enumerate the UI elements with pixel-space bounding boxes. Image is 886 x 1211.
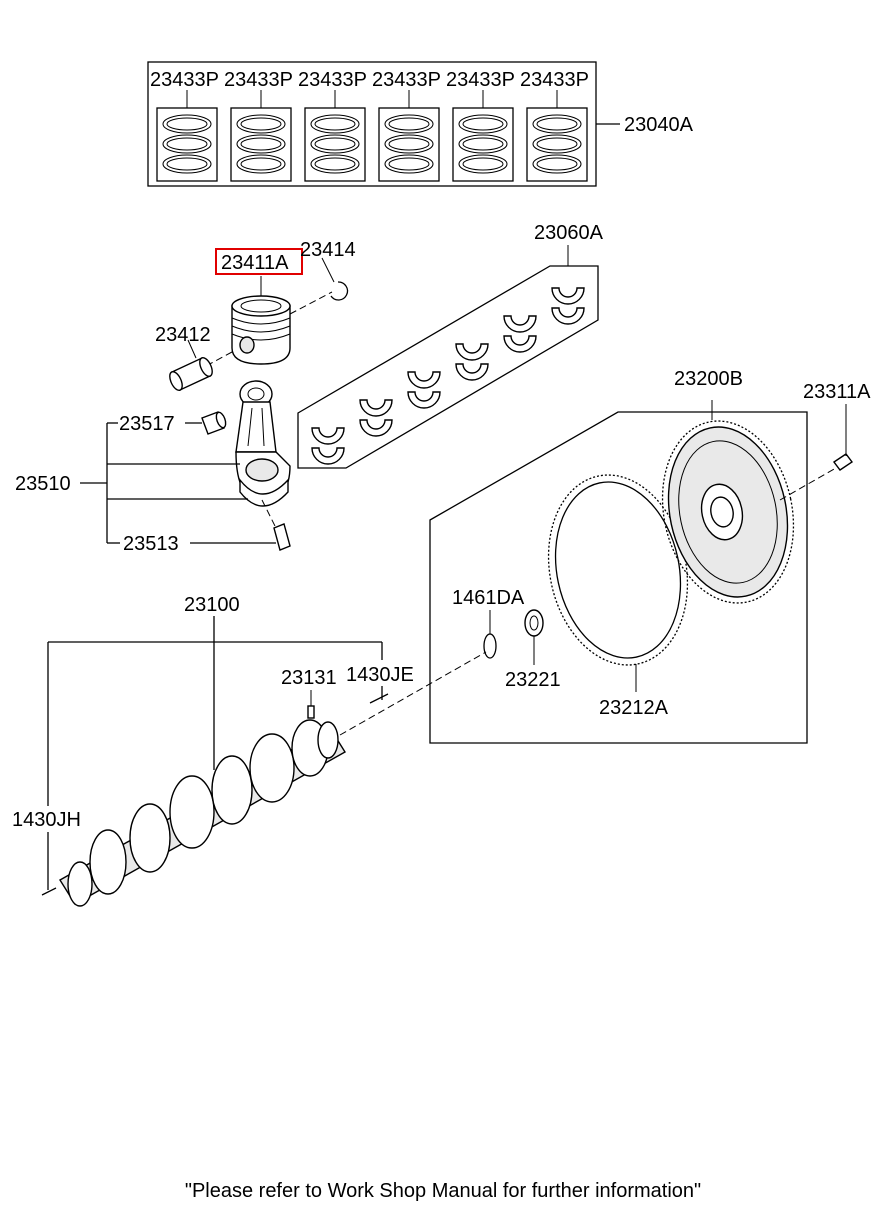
- label-pin-bushing: 23517: [119, 413, 175, 435]
- label-ring-gear: 23212A: [599, 697, 669, 719]
- snap-ring-drawing: [321, 257, 349, 301]
- label-pilot-bearing: 23221: [505, 669, 561, 691]
- bearing-set-drawing: [297, 245, 599, 469]
- label-piston-pin: 23412: [155, 324, 211, 346]
- crankshaft-drawing: [41, 651, 487, 907]
- label-ring-1: 23433P: [150, 69, 219, 91]
- label-crankshaft: 23100: [184, 594, 240, 616]
- piston-pin-drawing: [169, 339, 213, 392]
- ring-cell-6: [526, 107, 588, 182]
- piston-ring-set-box: [147, 61, 620, 187]
- ring-cell-5: [452, 107, 514, 182]
- label-ring-2: 23433P: [224, 69, 293, 91]
- bearing-shell: [551, 287, 585, 325]
- ring-cell-2: [230, 107, 292, 182]
- ring-cell-4: [378, 107, 440, 182]
- label-dowel-front: 1430JH: [12, 809, 81, 831]
- label-conrod-bolt: 23513: [123, 533, 179, 555]
- label-ring-6: 23433P: [520, 69, 589, 91]
- label-flywheel-bolt: 23311A: [803, 381, 871, 403]
- bearing-shell: [359, 399, 393, 437]
- label-ring-4: 23433P: [372, 69, 441, 91]
- callout-labels: 23433P 23433P 23433P 23433P 23433P 23433…: [12, 69, 871, 831]
- label-ring-set: 23040A: [624, 114, 694, 136]
- bearing-shell: [455, 343, 489, 381]
- piston-drawing: [205, 276, 333, 367]
- crankshaft-bracket: [47, 616, 383, 890]
- connecting-rod-drawing: [201, 380, 291, 551]
- ring-cell-1: [156, 107, 218, 182]
- flywheel-box: [429, 400, 854, 744]
- footer-note: "Please refer to Work Shop Manual for fu…: [184, 1180, 702, 1202]
- label-spacer-ring: 1461DA: [452, 587, 525, 609]
- bearing-shell: [311, 427, 345, 465]
- bearing-shell: [407, 371, 441, 409]
- label-flywheel: 23200B: [674, 368, 743, 390]
- label-conrod-assy: 23510: [15, 473, 71, 495]
- label-piston: 23411A: [221, 252, 289, 274]
- label-ring-5: 23433P: [446, 69, 515, 91]
- label-snap-ring: 23414: [300, 239, 356, 261]
- label-dowel-rear: 1430JE: [346, 664, 414, 686]
- ring-cell-3: [304, 107, 366, 182]
- label-ring-3: 23433P: [298, 69, 367, 91]
- label-key: 23131: [281, 667, 337, 689]
- bearing-shell: [503, 315, 537, 353]
- conrod-bracket: [80, 422, 276, 544]
- label-bearing-set: 23060A: [534, 222, 604, 244]
- highlight-box: [215, 248, 303, 275]
